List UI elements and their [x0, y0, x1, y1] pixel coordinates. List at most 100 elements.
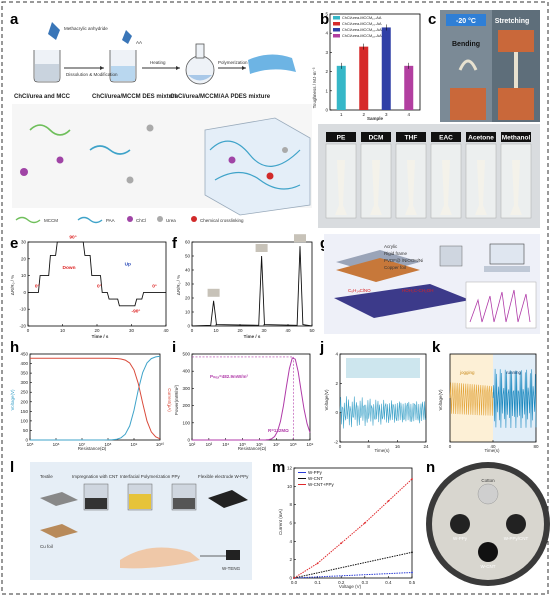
legend-chcl-swatch	[127, 216, 133, 222]
cu-foil-icon	[40, 524, 78, 538]
chart-h-ytick-label: 200	[20, 399, 28, 404]
beaker-3-liquid	[173, 498, 195, 509]
chart-k-xlabel: Time(s)	[484, 448, 500, 453]
chart-b-ytick-label: 1	[325, 88, 328, 93]
chart-m-ytick-label: 10	[287, 484, 293, 489]
sample-w-ppy	[450, 514, 470, 534]
chcl-dot-2	[56, 156, 64, 164]
chart-f-inset-photo	[207, 288, 220, 297]
chart-b-xlabel: Sample	[367, 116, 384, 121]
step-1-label: Dissolution & Modification	[66, 72, 118, 77]
chart-f-xtick-label: 50	[309, 328, 315, 333]
chart-h-xtick-label: 10⁵	[27, 442, 34, 447]
panel-letter-h: h	[10, 339, 19, 356]
panel-letter-b: b	[320, 11, 329, 28]
dropper-icon	[48, 22, 60, 40]
chart-f-line	[191, 246, 313, 327]
chart-m-point	[411, 571, 413, 574]
panel-letter-a: a	[10, 11, 19, 28]
stage-label-1: ChCl/urea and MCC	[14, 94, 71, 100]
legend-urea-swatch	[157, 216, 163, 222]
chart-m-xtick-label: 0.1	[314, 580, 321, 585]
vial-cap-label-bg	[501, 132, 531, 142]
dumbbell-sample	[405, 160, 417, 215]
chart-m-series-line	[293, 551, 413, 579]
keyboard-icon	[484, 266, 530, 272]
chart-h-ytick-label: 450	[20, 352, 28, 357]
chart-f-ytick-label: 40	[185, 268, 191, 273]
arrowhead-1	[100, 66, 104, 70]
chart-f-inset-photo	[255, 244, 268, 252]
chart-h-xtick-label: 10⁷	[79, 442, 86, 447]
chart-f-frame	[191, 241, 313, 327]
chart-h-ytick-label: 50	[23, 428, 29, 433]
dumbbell-sample	[370, 160, 382, 215]
chart-k-ylabel: Voltage(V)	[438, 389, 443, 411]
chart-b-bar	[336, 65, 346, 110]
panel-letter-n: n	[426, 459, 435, 476]
l-cu-foil: Cu foil	[40, 544, 53, 549]
chart-i-xtick-label: 10⁴	[222, 442, 229, 447]
legend-paa-swatch	[77, 216, 103, 224]
legend-crosslink: Chemical crosslinking	[200, 218, 244, 223]
cube-chcl	[228, 156, 236, 164]
chart-h-ytick-label: 300	[20, 380, 28, 385]
chart-e-xlabel: Time / s	[92, 334, 109, 339]
panel-letter-c: c	[428, 11, 436, 28]
chart-m-point	[387, 500, 390, 502]
chart-i-ytick-label: 0	[187, 438, 190, 443]
chart-e-annotation: 0°	[97, 283, 102, 289]
cnt-liquid	[85, 498, 107, 509]
chart-m-xtick-label: 0.2	[338, 580, 345, 585]
n-label-w-ppy: W-PPy	[453, 536, 468, 541]
l-step-4: Flexible electrode W-PPy	[198, 474, 249, 479]
chart-h-ytick-label: 0	[25, 438, 28, 443]
sample-w-ppy-cnt	[506, 514, 526, 534]
chart-i-ytick-label: 400	[182, 369, 190, 374]
chart-i-r: R=132MΩ	[268, 428, 289, 433]
arrowhead-3	[242, 66, 246, 70]
chart-h-ytick-label: 400	[20, 361, 28, 366]
chart-j-xtick-label: 24	[423, 444, 429, 449]
electrode-icon	[208, 490, 248, 508]
textile-icon	[40, 492, 78, 506]
urea-dot-2	[126, 176, 134, 184]
aa-label: AA	[136, 40, 142, 45]
vial-cap-label-bg	[431, 132, 461, 142]
chart-b-legend-label: ChCl/urea-MCCM₄₀-AA	[342, 34, 382, 38]
g-label-glycol: HOH₂C-CH₂OH	[402, 288, 434, 293]
legend-mccm-swatch	[15, 216, 41, 224]
chart-f-ylabel: ΔR/R₀ / %	[176, 275, 181, 295]
temp-label: -20 °C	[456, 17, 476, 25]
chart-b-ytick-label: 4	[325, 31, 328, 36]
chart-m-ytick-label: 12	[287, 466, 293, 471]
chart-f-ytick-label: 20	[185, 296, 191, 301]
chart-j-voltage-line	[339, 396, 427, 429]
chart-f-inset-photo	[294, 234, 306, 243]
surface-layer	[334, 284, 470, 318]
vial-cap-label-bg	[361, 132, 391, 142]
chart-i-xlabel: Resistance(Ω)	[238, 446, 267, 451]
chart-f-ytick-label: 50	[185, 254, 191, 259]
panel-l: l Textile Impregnation with CNT Interfac…	[10, 459, 252, 580]
stretched-film	[514, 52, 518, 88]
chart-m-xtick-label: 0.4	[385, 580, 392, 585]
chart-m-ytick-label: 4	[289, 539, 292, 544]
chart-m-point	[363, 522, 366, 524]
l-step-1: Textile	[40, 474, 53, 479]
n-label-cotton: Cotton	[481, 478, 495, 483]
chart-e-annotation: Up	[125, 262, 131, 268]
legend-mccm: MCCM	[44, 218, 58, 223]
urea-dot	[146, 124, 154, 132]
chart-e-xtick-label: 0	[27, 328, 30, 333]
dumbbell-sample	[475, 160, 487, 215]
stage-label-2: ChCl/urea/MCCM DES mixture	[92, 94, 179, 100]
chart-h-xtick-label: 10⁶	[53, 442, 60, 447]
chart-h-ytick-label: 100	[20, 418, 28, 423]
